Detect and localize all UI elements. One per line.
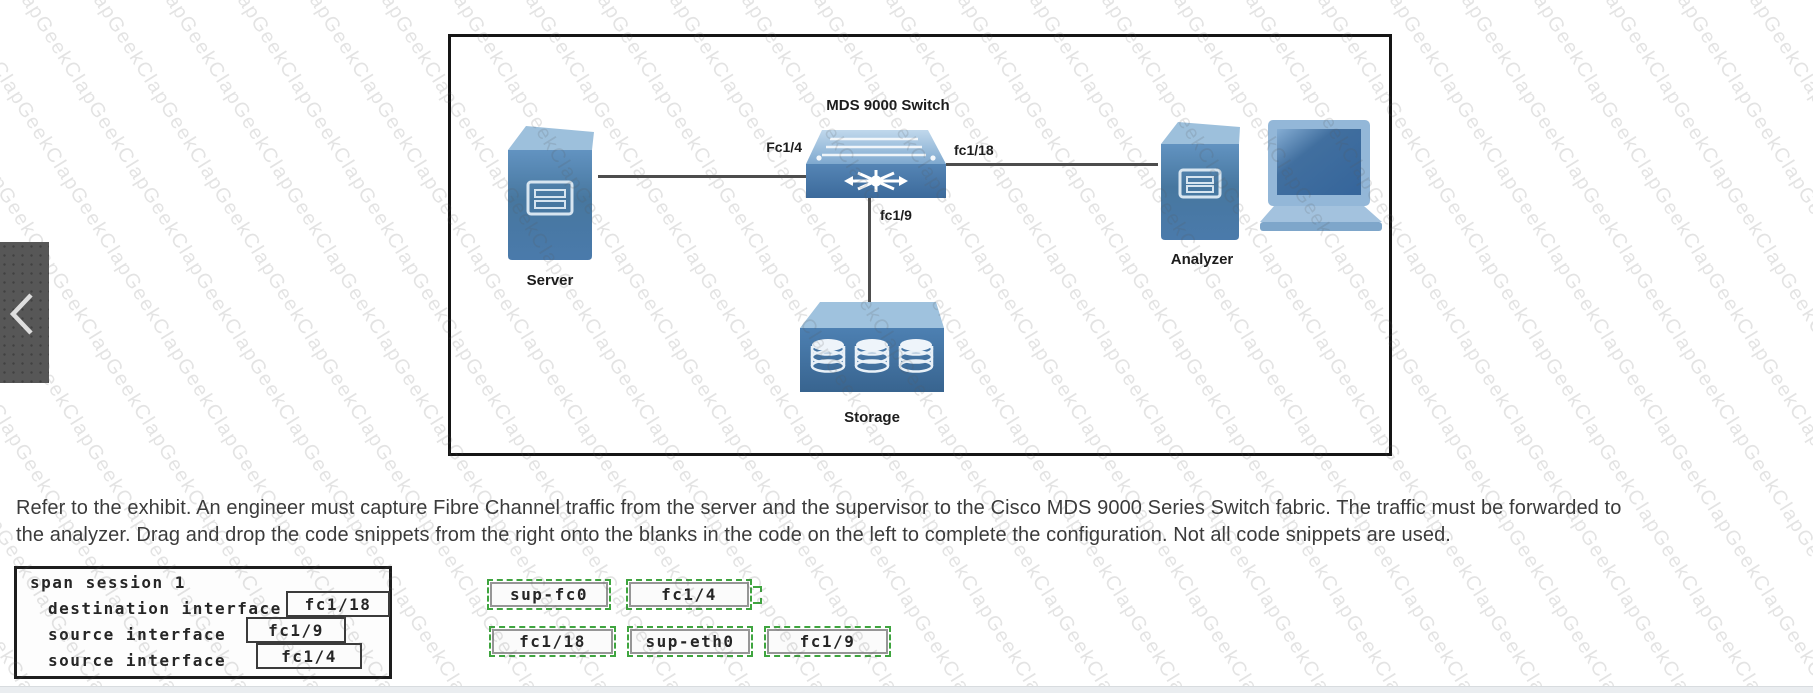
prev-page-button[interactable] xyxy=(0,242,49,383)
link-label-fc1-4: Fc1/4 xyxy=(766,139,802,155)
analyzer-label: Analyzer xyxy=(1170,251,1234,268)
question-text-line-1: Refer to the exhibit. An engineer must c… xyxy=(16,497,1622,519)
link-switch-storage xyxy=(868,196,871,302)
blank-source-interface-2[interactable]: fc1/4 xyxy=(256,643,362,669)
server-icon xyxy=(508,126,594,260)
snippet-sup-eth0[interactable]: sup-eth0 xyxy=(627,626,753,657)
blank-value: fc1/9 xyxy=(268,620,324,640)
watermark-text: ClapGeekClapGeekClapGeekClapGeekClapGeek… xyxy=(1444,0,1813,693)
watermark-text: ClapGeekClapGeekClapGeekClapGeekClapGeek… xyxy=(1516,0,1813,693)
chevron-left-icon xyxy=(9,293,33,335)
snippet-label: sup-eth0 xyxy=(630,629,750,654)
bottom-bar xyxy=(0,686,1813,693)
snippet-sup-fc0[interactable]: sup-fc0 xyxy=(487,579,611,610)
blank-destination-interface[interactable]: fc1/18 xyxy=(286,591,390,617)
stray-snippet-fragment xyxy=(753,586,762,604)
snippet-label: fc1/4 xyxy=(629,582,749,607)
link-label-fc1-9: fc1/9 xyxy=(880,207,912,223)
storage-icon xyxy=(800,302,944,392)
link-switch-analyzer xyxy=(946,163,1158,166)
code-label-source-interface-2: source interface xyxy=(48,651,227,670)
blank-value: fc1/4 xyxy=(281,646,337,666)
code-label-destination-interface: destination interface xyxy=(48,599,282,618)
link-label-fc1-18: fc1/18 xyxy=(954,142,994,158)
analyzer-tower-icon xyxy=(1161,122,1240,240)
watermark-text: ClapGeekClapGeekClapGeekClapGeekClapGeek… xyxy=(1588,0,1813,693)
server-label: Server xyxy=(526,272,574,289)
watermark-text: ClapGeekClapGeekClapGeekClapGeekClapGeek… xyxy=(1660,0,1813,693)
storage-label: Storage xyxy=(844,409,900,426)
snippet-fc1-18[interactable]: fc1/18 xyxy=(489,626,616,657)
snippet-label: fc1/9 xyxy=(767,629,888,654)
watermark-text: ClapGeekClapGeekClapGeekClapGeekClapGeek… xyxy=(1732,0,1813,693)
blank-value: fc1/18 xyxy=(304,594,372,614)
question-text-line-2: the analyzer. Drag and drop the code sni… xyxy=(16,524,1451,546)
snippet-label: sup-fc0 xyxy=(490,582,608,607)
blank-source-interface-1[interactable]: fc1/9 xyxy=(246,617,346,643)
snippet-label: fc1/18 xyxy=(492,629,613,654)
laptop-icon xyxy=(1260,120,1382,231)
code-line-span-session: span session 1 xyxy=(30,573,186,592)
snippet-fc1-9[interactable]: fc1/9 xyxy=(764,626,891,657)
switch-label: MDS 9000 Switch xyxy=(826,97,950,114)
code-label-source-interface-1: source interface xyxy=(48,625,227,644)
snippet-fc1-4[interactable]: fc1/4 xyxy=(626,579,752,610)
watermark-text: ClapGeekClapGeekClapGeekClapGeekClapGeek… xyxy=(1372,0,1813,693)
mds-switch-icon xyxy=(806,130,946,198)
link-server-switch xyxy=(598,175,808,178)
